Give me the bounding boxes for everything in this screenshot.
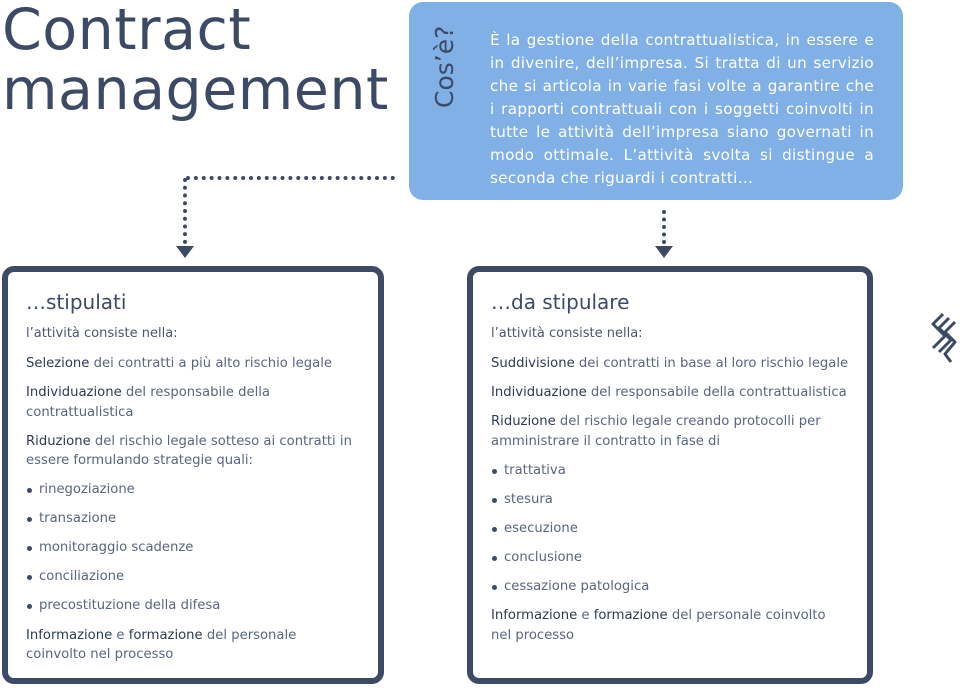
card-stipulated-items: Selezione dei contratti a più alto risch… — [26, 354, 360, 674]
item-connector: e — [577, 608, 594, 623]
bullet-item: trattativa — [491, 461, 849, 481]
page-title: Contract management — [2, 0, 389, 120]
item-keyword: Informazione — [26, 627, 113, 643]
definition-box — [409, 2, 903, 200]
connector-horizontal — [186, 176, 395, 180]
card-to-stipulate-items: Suddivisione dei contratti in base al lo… — [491, 354, 849, 655]
card-stipulated-heading: …stipulati — [26, 290, 127, 314]
card-stipulated-intro: l’attività consiste nella: — [26, 326, 178, 341]
item-keyword: Individuazione — [491, 385, 587, 400]
bullet-item: precostituzione della difesa — [26, 596, 360, 616]
bullet-item: esecuzione — [491, 519, 849, 539]
item-text: dei contratti a più alto rischio legale — [89, 356, 333, 371]
item-keyword: Informazione — [491, 608, 578, 623]
arrow-down-left-icon — [176, 246, 194, 258]
bullet-item: conclusione — [491, 548, 849, 568]
list-item: Selezione dei contratti a più alto risch… — [26, 354, 360, 374]
phase-bullet-list: trattativa stesura esecuzione conclusion… — [491, 461, 849, 597]
item-keyword: formazione — [128, 627, 203, 643]
bullet-item: transazione — [26, 509, 360, 529]
bullet-item: rinegoziazione — [26, 480, 360, 500]
item-text: del responsabile della contrattualistica — [26, 385, 270, 420]
arrow-down-right-icon — [655, 246, 673, 258]
list-item-footer: Informazione e formazione del personale … — [491, 606, 849, 645]
list-item: Riduzione del rischio legale sotteso ai … — [26, 432, 360, 471]
page-title-line1: Contract — [2, 0, 252, 63]
bullet-item: cessazione patologica — [491, 577, 849, 597]
item-keyword: Riduzione — [26, 433, 91, 449]
item-text: del rischio legale sotteso ai contratti … — [26, 433, 352, 469]
page-title-line2: management — [2, 57, 389, 123]
item-text: del personale coinvolto nel processo — [491, 608, 826, 643]
item-connector: e — [112, 627, 129, 643]
connector-left-vertical — [183, 178, 187, 244]
strategy-bullet-list: rinegoziazione transazione monitoraggio … — [26, 480, 360, 616]
item-text: del rischio legale creando protocolli pe… — [491, 414, 821, 449]
card-to-stipulate-heading: …da stipulare — [491, 290, 630, 314]
card-to-stipulate-intro: l’attività consiste nella: — [491, 326, 643, 341]
item-keyword: Suddivisione — [491, 356, 575, 371]
item-keyword: formazione — [593, 608, 668, 623]
list-item: Riduzione del rischio legale creando pro… — [491, 412, 849, 451]
card-to-stipulate: …da stipulare l’attività consiste nella:… — [467, 266, 873, 684]
stacked-chevrons-logo-icon — [931, 312, 957, 363]
card-stipulated: …stipulati l’attività consiste nella: Se… — [2, 266, 384, 684]
list-item: Suddivisione dei contratti in base al lo… — [491, 354, 849, 374]
bullet-item: stesura — [491, 490, 849, 510]
item-text: del personale coinvolto nel processo — [26, 627, 297, 663]
list-item-footer: Informazione e formazione del personale … — [26, 626, 360, 665]
item-keyword: Riduzione — [491, 414, 556, 429]
connector-right-vertical — [662, 210, 666, 244]
definition-side-label: Cos’è? — [430, 25, 459, 108]
bullet-item: conciliazione — [26, 567, 360, 587]
list-item: Individuazione del responsabile della co… — [491, 383, 849, 403]
item-keyword: Individuazione — [26, 385, 122, 400]
item-text: dei contratti in base al loro rischio le… — [574, 356, 849, 371]
bullet-item: monitoraggio scadenze — [26, 538, 360, 558]
item-keyword: Selezione — [26, 356, 90, 371]
list-item: Individuazione del responsabile della co… — [26, 383, 360, 422]
definition-text: È la gestione della contrattualistica, i… — [490, 31, 874, 187]
item-text: del responsabile della contrattualistica — [586, 385, 847, 400]
